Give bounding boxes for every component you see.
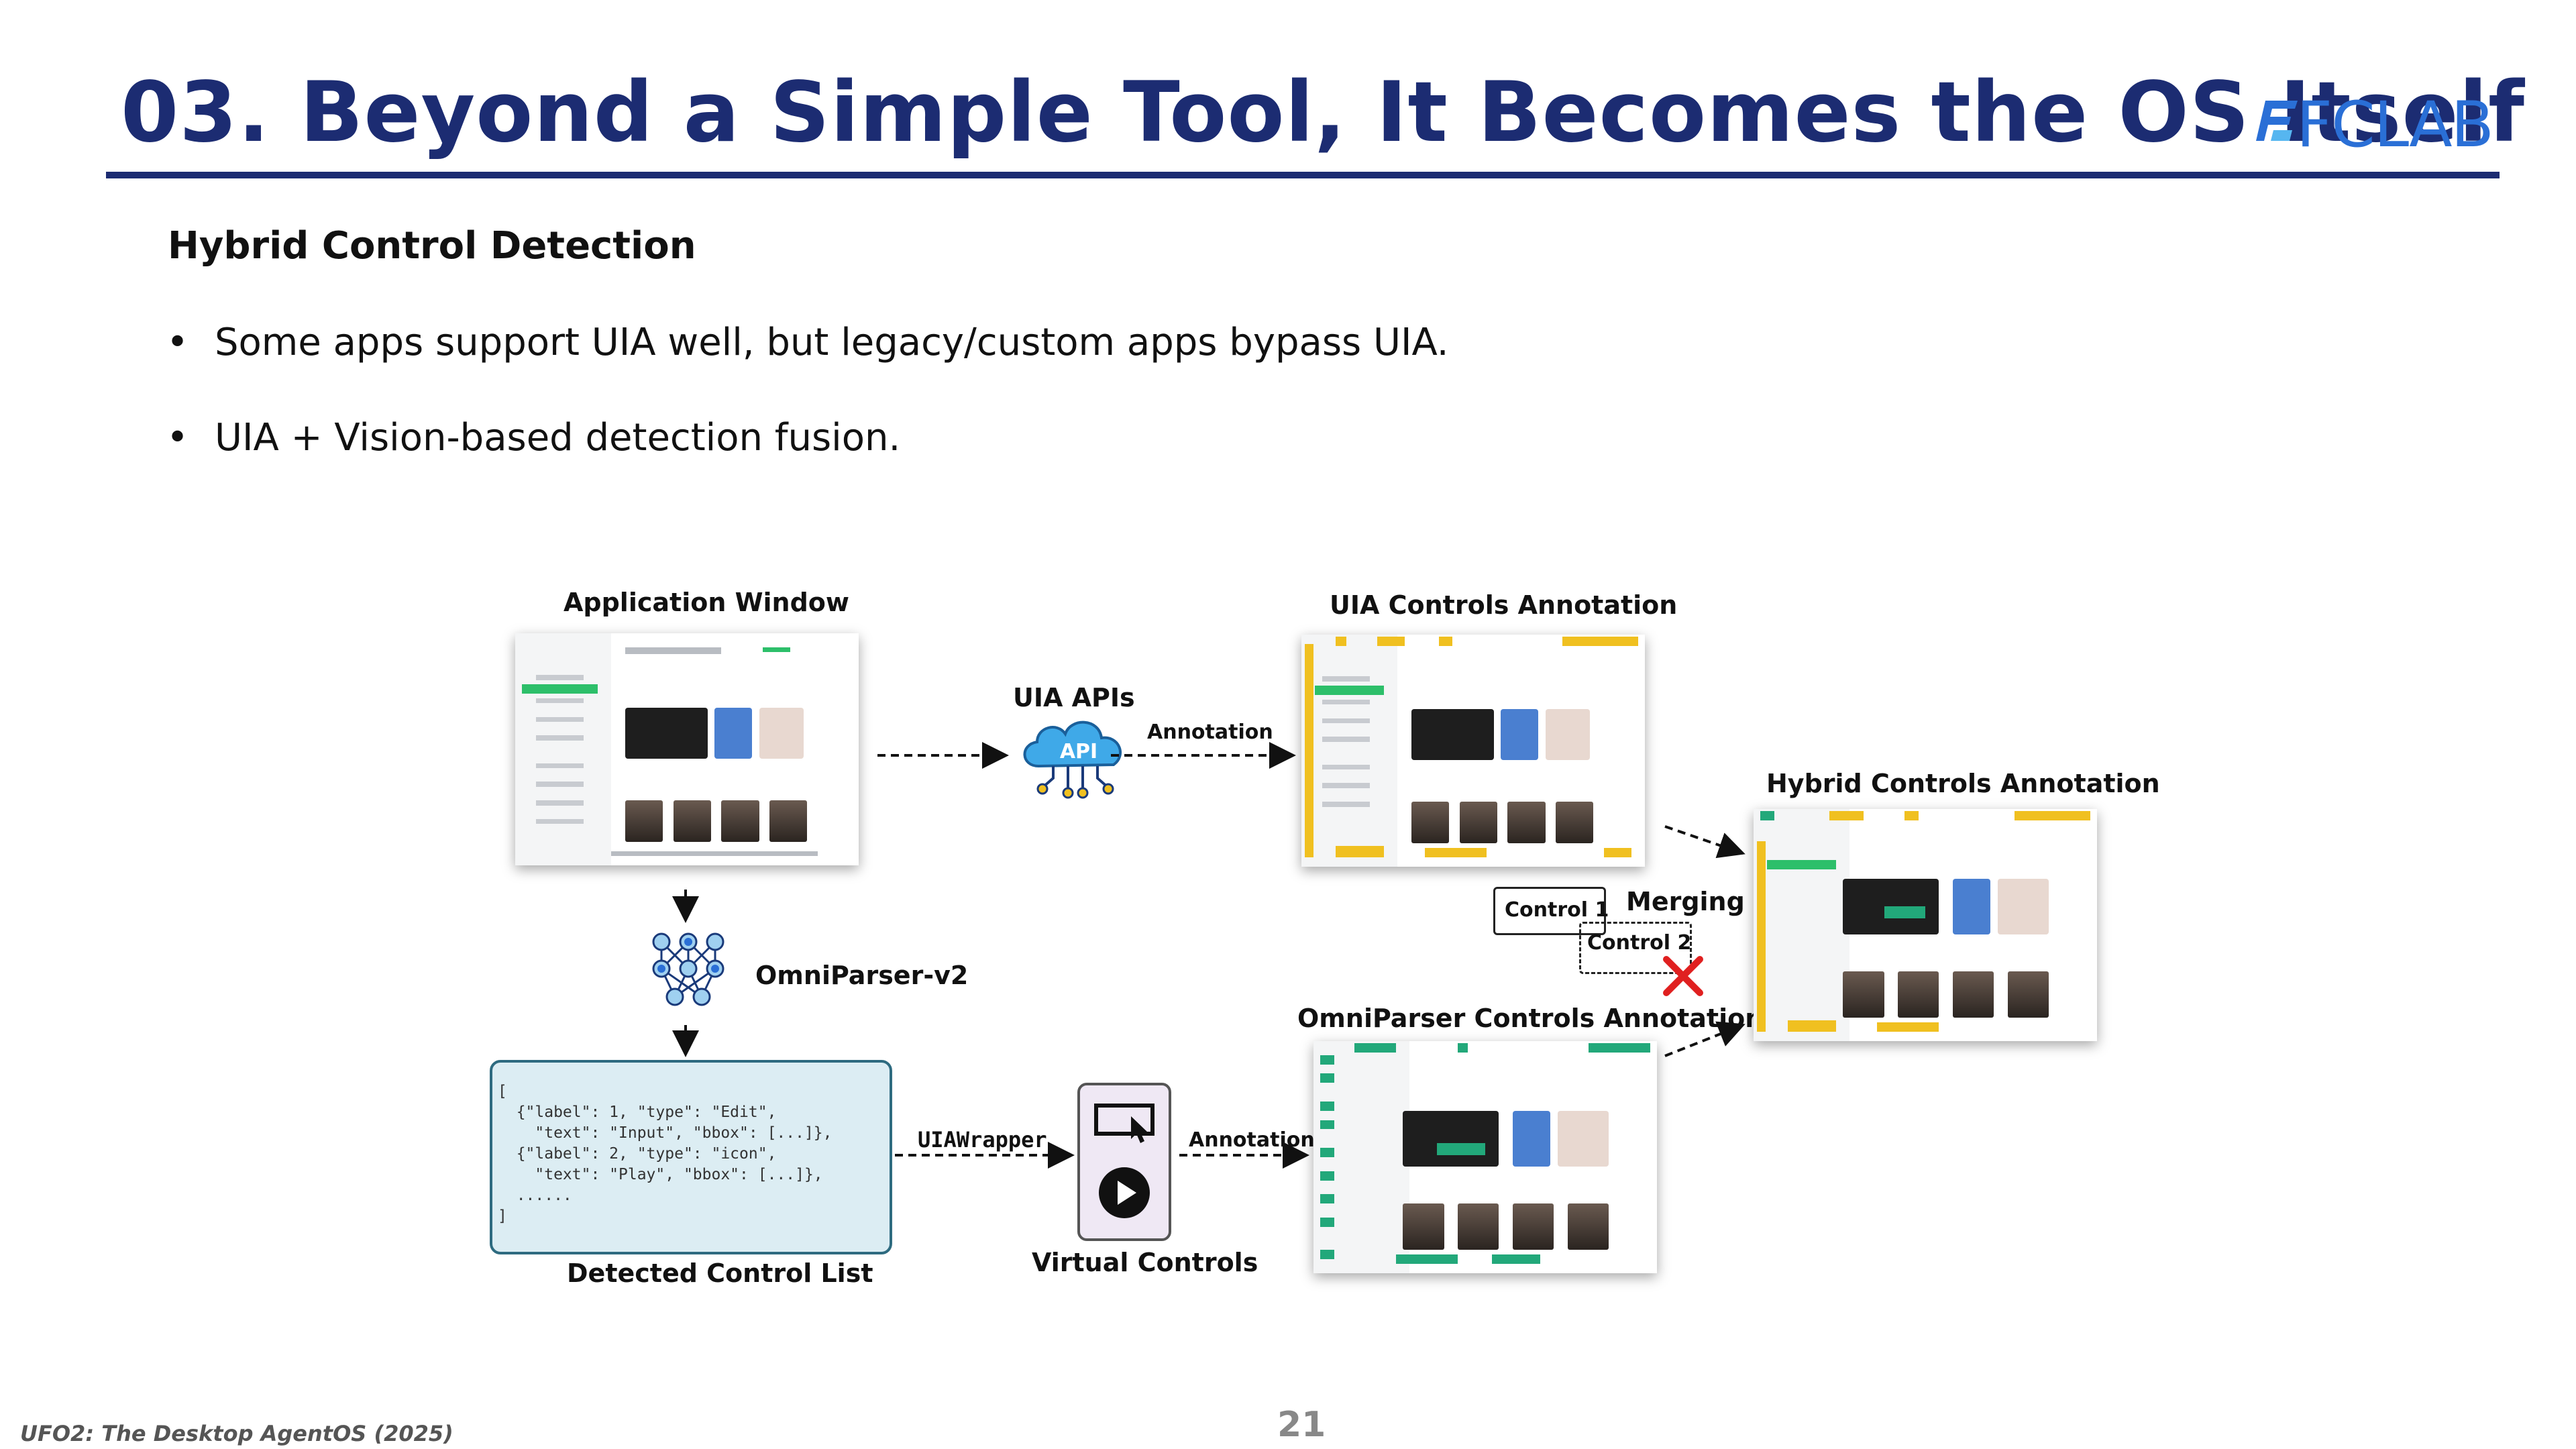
code-line: "text": "Play", "bbox": [...]}, xyxy=(498,1166,823,1183)
hybrid-annotation-screenshot xyxy=(1754,809,2097,1041)
merging-label: Merging xyxy=(1626,887,1745,916)
detected-control-list-box: [ {"label": 1, "type": "Edit", "text": "… xyxy=(490,1060,892,1254)
virtual-controls-box xyxy=(1077,1083,1171,1241)
virtual-controls-icon xyxy=(1094,1104,1155,1218)
bullet-dot: • xyxy=(166,321,189,364)
omniparser-annotation-screenshot xyxy=(1313,1041,1657,1273)
code-line: {"label": 2, "type": "icon", xyxy=(498,1145,777,1163)
fclab-logo-icon xyxy=(2256,101,2298,141)
section-heading: Hybrid Control Detection xyxy=(168,224,696,268)
code-line: "text": "Input", "bbox": [...]}, xyxy=(498,1124,833,1142)
arrow-omni-to-hybrid xyxy=(1664,1021,1746,1057)
api-badge-text: API xyxy=(1060,740,1097,763)
bullet-dot: • xyxy=(166,416,189,460)
uia-controls-annotation-label: UIA Controls Annotation xyxy=(1330,590,1678,620)
footer-citation: UFO2: The Desktop AgentOS (2025) xyxy=(20,1421,453,1446)
uia-apis-label: UIA APIs xyxy=(1013,683,1135,712)
code-line: ...... xyxy=(498,1187,572,1204)
bullet-item: • Some apps support UIA well, but legacy/… xyxy=(166,321,1449,364)
hybrid-controls-annotation-label: Hybrid Controls Annotation xyxy=(1766,769,2160,798)
virtual-controls-label: Virtual Controls xyxy=(1032,1248,1258,1277)
omniparser-controls-annotation-label: OmniParser Controls Annotation xyxy=(1297,1004,1764,1033)
bullet-text: Some apps support UIA well, but legacy/c… xyxy=(215,321,1449,364)
fclab-logo: FCLAB xyxy=(2251,86,2494,162)
application-window-screenshot xyxy=(515,633,859,865)
control-1-box: Control 1 xyxy=(1493,887,1609,935)
control-2-box xyxy=(1579,922,1692,974)
uia-api-cloud-icon: API xyxy=(1023,720,1122,799)
arrow-uia-to-hybrid xyxy=(1664,825,1746,859)
fclab-logo-text: FCLAB xyxy=(2296,89,2494,162)
reject-x-icon xyxy=(1663,956,1703,996)
omniparser-label: OmniParser-v2 xyxy=(755,961,969,990)
bullet-item: • UIA + Vision-based detection fusion. xyxy=(166,416,900,460)
annotation-label: Annotation xyxy=(1147,720,1273,744)
uia-annotation-screenshot xyxy=(1301,635,1645,867)
control-2-label: Control 2 xyxy=(1587,931,1692,955)
omniparser-network-icon xyxy=(652,932,724,1006)
code-line: {"label": 1, "type": "Edit", xyxy=(498,1104,777,1121)
title-underline xyxy=(106,172,2500,178)
slide-title: 03. Beyond a Simple Tool, It Becomes the… xyxy=(121,64,2525,161)
bullet-text: UIA + Vision-based detection fusion. xyxy=(215,416,901,460)
detected-control-list-label: Detected Control List xyxy=(567,1258,873,1288)
control-1-label: Control 1 xyxy=(1505,898,1609,922)
application-window-label: Application Window xyxy=(564,588,850,617)
code-line: [ xyxy=(498,1083,507,1100)
uiawrapper-label: UIAWrapper xyxy=(918,1127,1047,1152)
page-number: 21 xyxy=(1277,1405,1326,1445)
code-line: ] xyxy=(498,1208,507,1225)
